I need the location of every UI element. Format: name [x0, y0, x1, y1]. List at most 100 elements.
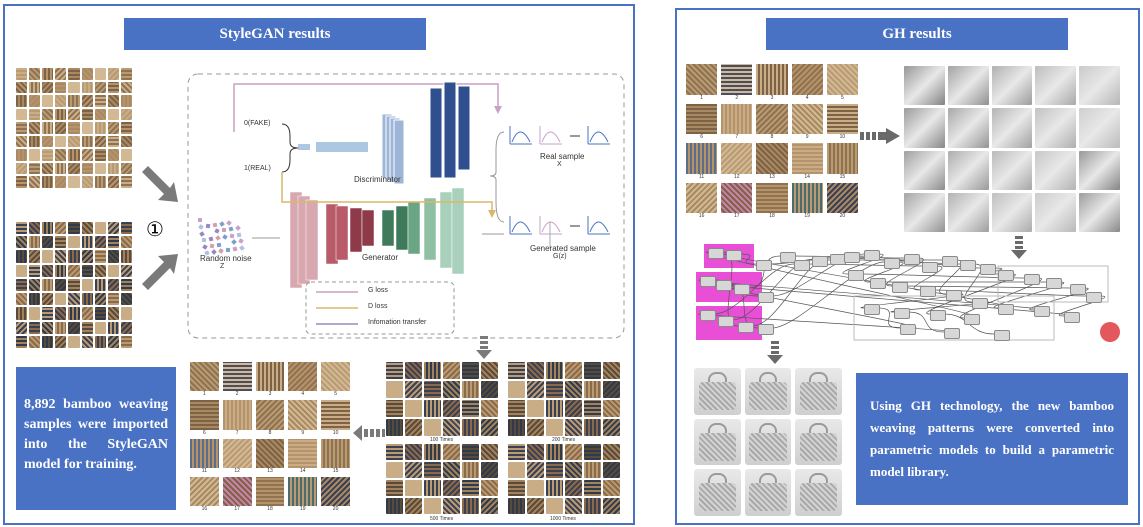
sample-number: 6: [203, 429, 206, 436]
gh-node[interactable]: [904, 254, 920, 265]
gh-node[interactable]: [1024, 274, 1040, 285]
sample-number: 14: [804, 173, 810, 180]
arrow-up-right-icon: [142, 254, 178, 290]
sample-cell: 12: [721, 143, 753, 180]
gh-node[interactable]: [994, 330, 1010, 341]
gh-node[interactable]: [700, 276, 716, 287]
training-tile: [424, 400, 441, 417]
dataset-tile: [107, 307, 119, 320]
sample-tile: [826, 182, 858, 213]
gh-node[interactable]: [960, 260, 976, 271]
gh-node[interactable]: [942, 256, 958, 267]
gh-node[interactable]: [848, 270, 864, 281]
gh-node[interactable]: [972, 298, 988, 309]
dataset-tile: [16, 222, 28, 235]
training-tile: [462, 381, 479, 398]
sample-number: 19: [300, 506, 306, 512]
sample-number: 10: [839, 134, 846, 140]
gh-node[interactable]: [758, 324, 774, 335]
gh-node[interactable]: [864, 304, 880, 315]
gh-node[interactable]: [894, 308, 910, 319]
gh-node[interactable]: [864, 250, 880, 261]
training-tile: [386, 400, 403, 417]
gh-node[interactable]: [734, 284, 750, 295]
gh-node[interactable]: [758, 292, 774, 303]
noise-point: [232, 246, 238, 252]
gh-node[interactable]: [726, 250, 742, 261]
training-tile: [462, 419, 479, 436]
dataset-tile: [120, 162, 132, 175]
gh-node[interactable]: [716, 280, 732, 291]
gh-node[interactable]: [700, 310, 716, 321]
dataset-tile: [29, 250, 41, 263]
training-tile: [386, 498, 403, 514]
sample-number: 17: [234, 506, 240, 512]
gh-node[interactable]: [884, 258, 900, 269]
training-tile: [462, 480, 479, 496]
parametric-model: [991, 66, 1033, 106]
gh-node[interactable]: [844, 252, 860, 263]
gh-node[interactable]: [794, 260, 810, 271]
training-tile: [443, 400, 460, 417]
gh-node[interactable]: [930, 310, 946, 321]
dataset-tile: [94, 135, 106, 148]
sample-number: 20: [332, 506, 339, 512]
gh-node[interactable]: [980, 264, 996, 275]
dataset-tile: [68, 335, 80, 348]
training-tile: [443, 419, 460, 436]
dataset-tile: [94, 278, 106, 292]
training-label-500: 500 Times: [430, 516, 454, 522]
noise-point: [214, 228, 220, 234]
gh-node[interactable]: [1070, 284, 1086, 295]
sample-tile: [190, 438, 219, 468]
gh-node[interactable]: [920, 286, 936, 297]
dataset-tile: [55, 321, 67, 334]
gh-node[interactable]: [780, 252, 796, 263]
sample-cell: 3: [756, 64, 788, 101]
generated-sample-plots: [509, 216, 610, 235]
gh-node[interactable]: [708, 248, 724, 259]
dataset-tile: [120, 81, 132, 94]
gh-node[interactable]: [812, 256, 828, 267]
dataset-tile: [68, 176, 80, 188]
gh-node[interactable]: [1064, 312, 1080, 323]
training-tile: [424, 419, 441, 436]
dataset-tile: [42, 95, 54, 107]
sample-tile: [288, 362, 318, 392]
dataset-grid-top: [16, 68, 132, 188]
parametric-model: [947, 150, 989, 190]
training-tile: [405, 444, 422, 460]
gh-node[interactable]: [1046, 278, 1062, 289]
dataset-tile: [94, 307, 106, 320]
dataset-tile: [42, 250, 54, 263]
gh-node[interactable]: [946, 290, 962, 301]
dataset-tile: [68, 222, 80, 235]
sample-number: 7: [735, 134, 739, 140]
sample-cell: 18: [255, 476, 285, 512]
gh-node[interactable]: [964, 314, 980, 325]
gh-node[interactable]: [870, 278, 886, 289]
sample-number: 4: [301, 391, 305, 398]
gh-node[interactable]: [944, 328, 960, 339]
gh-group-box: [997, 265, 1109, 303]
disc-small-layer: [298, 144, 310, 150]
gh-node[interactable]: [922, 262, 938, 273]
gen-layer: [361, 209, 375, 247]
dataset-tile: [94, 108, 106, 121]
gh-node[interactable]: [1034, 306, 1050, 317]
distribution-plot: [587, 216, 610, 235]
dataset-tile: [107, 122, 119, 134]
gh-wire: [907, 311, 945, 333]
parametric-model: [947, 66, 989, 106]
gh-node[interactable]: [900, 324, 916, 335]
gh-node[interactable]: [892, 282, 908, 293]
generated-sample-label: Generated sample: [530, 244, 596, 253]
gh-node[interactable]: [738, 322, 754, 333]
gh-node[interactable]: [998, 270, 1014, 281]
gen-layer: [395, 205, 409, 251]
gh-node[interactable]: [718, 316, 734, 327]
gh-node[interactable]: [756, 260, 772, 271]
gh-node[interactable]: [998, 304, 1014, 315]
disc-flat-layer: [316, 142, 368, 152]
gh-node[interactable]: [1086, 292, 1102, 303]
